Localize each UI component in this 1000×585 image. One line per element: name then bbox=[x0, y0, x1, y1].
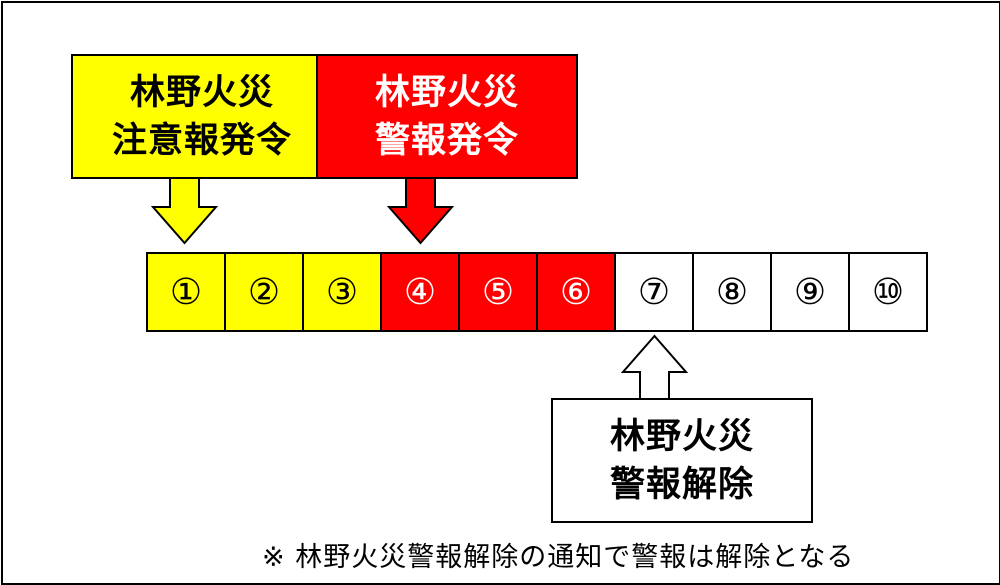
lifted-callout-line1: 林野火災 bbox=[609, 416, 754, 457]
stage-cell-7: ⑦ bbox=[616, 254, 694, 330]
stage-cell-2: ② bbox=[226, 254, 304, 330]
warning-lifted-callout: 林野火災 警報解除 bbox=[551, 398, 813, 523]
stage-cell-1: ① bbox=[148, 254, 226, 330]
stage-cell-8: ⑧ bbox=[694, 254, 772, 330]
stage-cell-9: ⑨ bbox=[772, 254, 850, 330]
stage-cell-10: ⑩ bbox=[850, 254, 926, 330]
stage-cells-row: ① ② ③ ④ ⑤ ⑥ ⑦ ⑧ ⑨ ⑩ bbox=[146, 252, 928, 332]
warning-callout-line1: 林野火災 bbox=[374, 72, 519, 113]
lifted-arrow bbox=[620, 334, 689, 401]
warning-callout-line2: 警報発令 bbox=[374, 120, 519, 161]
lifted-callout-line2: 警報解除 bbox=[609, 464, 754, 505]
caution-issued-callout: 林野火災 注意報発令 bbox=[71, 54, 333, 179]
caution-callout-line1: 林野火災 bbox=[129, 72, 274, 113]
stage-cell-6: ⑥ bbox=[538, 254, 616, 330]
caution-arrow bbox=[150, 176, 219, 245]
footnote: ※ 林野火災警報解除の通知で警報は解除となる bbox=[262, 542, 855, 573]
caution-callout-line2: 注意報発令 bbox=[111, 120, 292, 161]
warning-arrow bbox=[386, 176, 455, 245]
stage-cell-3: ③ bbox=[304, 254, 382, 330]
stage-cell-5: ⑤ bbox=[460, 254, 538, 330]
stage-cell-4: ④ bbox=[382, 254, 460, 330]
warning-issued-callout: 林野火災 警報発令 bbox=[316, 54, 578, 179]
